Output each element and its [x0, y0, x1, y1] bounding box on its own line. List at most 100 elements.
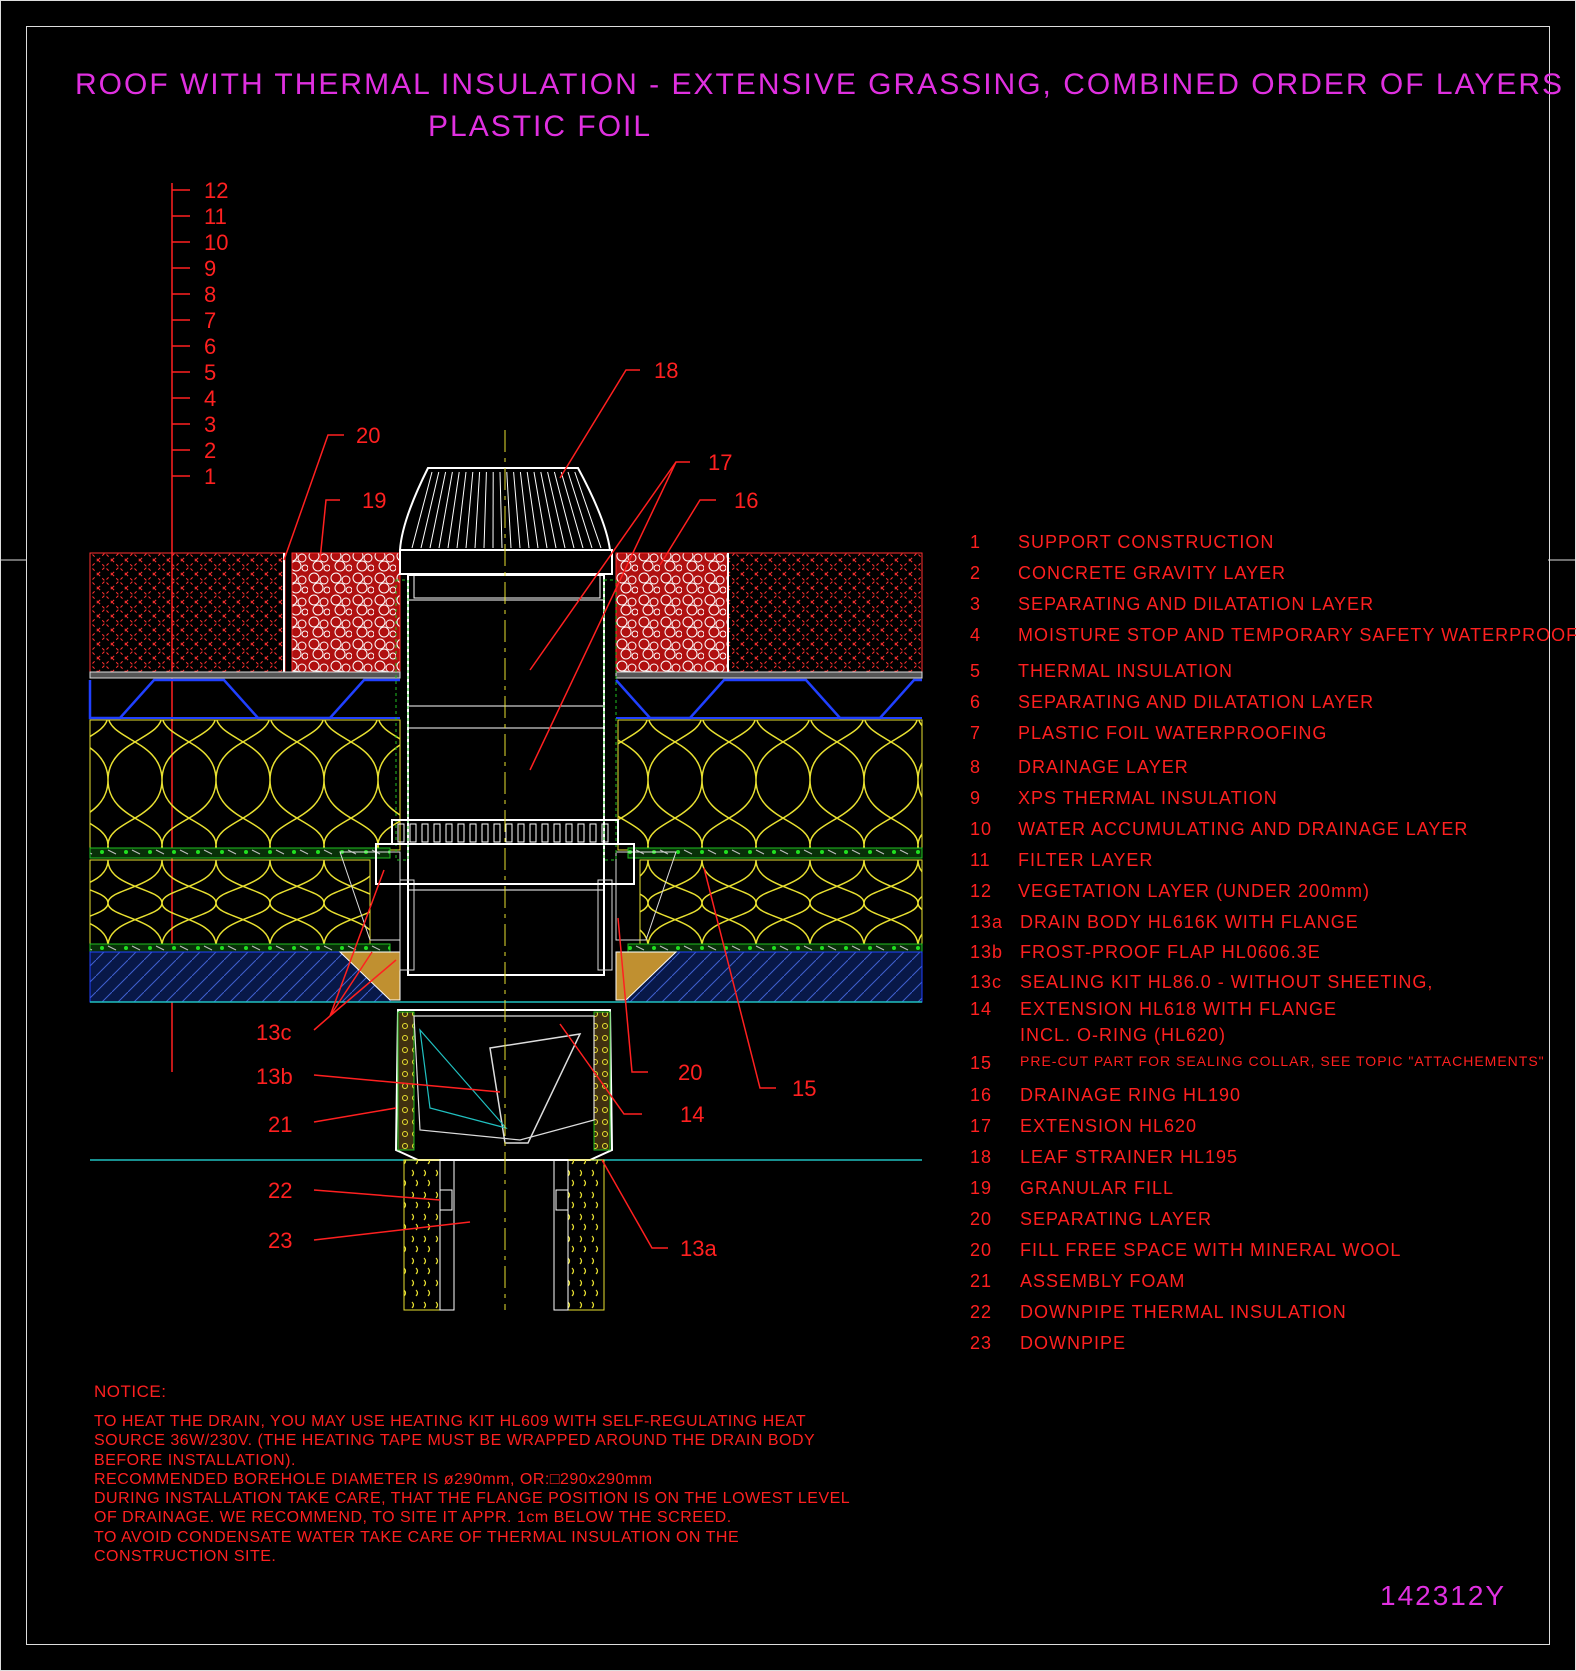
drawing-title-line2: PLASTIC FOIL — [428, 110, 653, 143]
legend-text: INCL. O-RING (HL620) — [1020, 1025, 1227, 1045]
legend-text: DRAINAGE RING HL190 — [1020, 1085, 1242, 1105]
strainer-slat — [533, 471, 548, 549]
notice-line: DURING INSTALLATION TAKE CARE, THAT THE … — [94, 1490, 851, 1508]
legend-text: DOWNPIPE THERMAL INSULATION — [1020, 1302, 1347, 1322]
callout-13a: 13a — [680, 1236, 717, 1261]
legend-text: LEAF STRAINER HL195 — [1020, 1147, 1239, 1167]
scale-label: 7 — [204, 308, 216, 333]
concrete-layer-right — [627, 951, 923, 1003]
plastic-foil-upper-right — [627, 847, 923, 859]
legend-number: 13a — [970, 912, 1004, 932]
ring-slot — [541, 823, 549, 843]
collar-right — [615, 851, 677, 941]
notice-line: BEFORE INSTALLATION). — [94, 1451, 296, 1469]
strainer-slat — [560, 471, 584, 549]
drawing-border-inner — [26, 26, 1550, 1645]
legend-number: 12 — [970, 881, 993, 901]
leaf-strainer — [398, 467, 613, 599]
legend-text: FILTER LAYER — [1018, 850, 1154, 870]
notice-line: TO HEAT THE DRAIN, YOU MAY USE HEATING K… — [94, 1413, 807, 1430]
legend-number: 2 — [970, 563, 982, 583]
legend-text: DRAINAGE LAYER — [1018, 757, 1189, 777]
legend-number: 20 — [970, 1209, 993, 1229]
scale-label: 8 — [204, 282, 216, 307]
legend-number: 21 — [970, 1271, 993, 1291]
legend-number: 11 — [970, 850, 991, 870]
notice-line: TO AVOID CONDENSATE WATER TAKE CARE OF T… — [94, 1528, 740, 1546]
scale-label: 1 — [204, 464, 216, 489]
callout-13c: 13c — [256, 1020, 291, 1045]
legend-number: 20 — [970, 1240, 993, 1260]
callout-20-bottom: 20 — [678, 1060, 702, 1085]
ring-slot — [469, 823, 477, 843]
ring-slot — [589, 823, 597, 843]
drain-body — [394, 1009, 614, 1161]
scale-label: 10 — [204, 230, 228, 255]
ring-slot — [553, 823, 561, 843]
callout-23: 23 — [268, 1228, 292, 1253]
strainer-slat — [465, 471, 474, 549]
legend-number: 14 — [970, 999, 993, 1019]
legend-number: 9 — [970, 788, 982, 808]
ring-slot — [433, 823, 441, 843]
granular-fill-right — [615, 552, 729, 676]
ring-slot — [577, 823, 585, 843]
strainer-slat — [411, 471, 433, 549]
legend-number: 15 — [970, 1053, 993, 1073]
ring-slot — [457, 823, 465, 843]
strainer-slat — [540, 471, 557, 549]
notice-body: TO HEAT THE DRAIN, YOU MAY USE HEATING K… — [94, 1412, 850, 1566]
strainer-slat — [447, 471, 460, 549]
notice-line: SOURCE 36W/230V. (THE HEATING TAPE MUST … — [94, 1432, 816, 1450]
legend-text: GRANULAR FILL — [1020, 1178, 1175, 1198]
legend-text: DRAIN BODY HL616K WITH FLANGE — [1020, 912, 1359, 932]
strainer-slat — [438, 471, 453, 549]
granular-fill-left — [291, 552, 401, 676]
legend-text: SEPARATING AND DILATATION LAYER — [1018, 594, 1375, 614]
scale-label: 9 — [204, 256, 216, 281]
legend-number: 5 — [970, 661, 982, 681]
strainer-slat — [499, 471, 503, 549]
frost-proof-flap — [419, 1028, 582, 1144]
legend-text: FILL FREE SPACE WITH MINERAL WOOL — [1020, 1240, 1402, 1260]
ring-slot — [601, 823, 609, 843]
moisture-stop-left — [89, 943, 391, 953]
strainer-slat — [519, 471, 530, 549]
strainer-slat — [420, 471, 440, 549]
legend-text: ASSEMBLY FOAM — [1020, 1271, 1186, 1291]
legend-text: XPS THERMAL INSULATION — [1018, 788, 1278, 808]
legend-text: THERMAL INSULATION — [1018, 661, 1234, 681]
legend-number: 17 — [970, 1116, 993, 1136]
callout-22: 22 — [268, 1178, 292, 1203]
scale-label: 6 — [204, 334, 216, 359]
legend-text: WATER ACCUMULATING AND DRAINAGE LAYER — [1018, 819, 1469, 839]
strainer-slat — [474, 471, 481, 549]
ring-slot — [505, 823, 513, 843]
legend-number: 22 — [970, 1302, 993, 1322]
sealing-cone-left — [338, 951, 401, 1001]
callout-16: 16 — [734, 488, 758, 513]
callout-18: 18 — [654, 358, 678, 383]
legend-text: PLASTIC FOIL WATERPROOFING — [1018, 723, 1328, 743]
strainer-slat — [547, 471, 566, 549]
scale-label: 4 — [204, 386, 216, 411]
legend-text: MOISTURE STOP AND TEMPORARY SAFETY WATER… — [1018, 625, 1576, 645]
moisture-stop-right — [627, 943, 923, 953]
callout-20-top: 20 — [356, 423, 380, 448]
ring-slot — [517, 823, 525, 843]
legend-text: SUPPORT CONSTRUCTION — [1018, 532, 1275, 552]
ring-slot — [397, 823, 405, 843]
ring-slot — [529, 823, 537, 843]
callout-21: 21 — [268, 1112, 292, 1137]
notice-heading: NOTICE: — [94, 1382, 167, 1401]
filter-layer-right — [615, 671, 923, 679]
ring-slot — [409, 823, 417, 843]
scale-label: 5 — [204, 360, 216, 385]
plastic-foil-upper-left — [89, 847, 391, 859]
extension-pipe — [395, 574, 617, 976]
notice-line: OF DRAINAGE. WE RECOMMEND, TO SITE IT AP… — [94, 1509, 732, 1527]
legend-text: EXTENSION HL620 — [1020, 1116, 1198, 1136]
legend-text: CONCRETE GRAVITY LAYER — [1018, 563, 1287, 583]
scale-label: 12 — [204, 178, 228, 203]
legend-text: PRE-CUT PART FOR SEALING COLLAR, SEE TOP… — [1020, 1053, 1545, 1069]
